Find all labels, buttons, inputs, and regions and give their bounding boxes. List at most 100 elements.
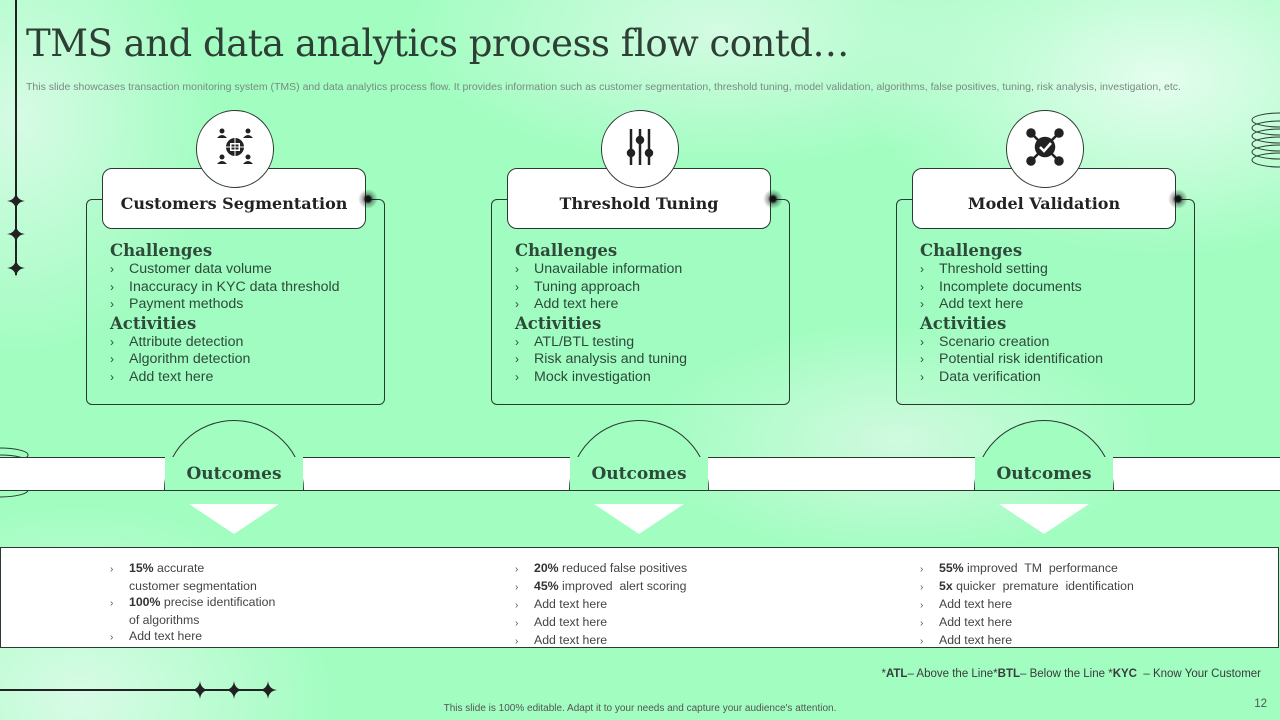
abbreviation: BTL bbox=[997, 668, 1020, 680]
chevron-right-icon: › bbox=[110, 297, 114, 311]
list-item: › Add text here bbox=[110, 369, 340, 387]
list-item-text: Add text here bbox=[534, 296, 619, 312]
outcome-item: › 55% improved TM performance bbox=[920, 560, 1134, 578]
abbreviation-text: – Know Your Customer bbox=[1136, 668, 1261, 680]
coil-decoration-icon bbox=[1251, 112, 1280, 168]
list-item-text: Customer data volume bbox=[129, 261, 272, 277]
sparkle-icon bbox=[7, 259, 25, 277]
outcomes-list: › 55% improved TM performance ›5x quicker … bbox=[920, 560, 1134, 650]
abbreviation: KYC bbox=[1112, 668, 1137, 680]
chevron-right-icon: › bbox=[920, 297, 924, 311]
card-body: Challenges›Customer data volume›Inaccura… bbox=[110, 241, 340, 386]
outcome-text: improved alert scoring bbox=[558, 579, 687, 593]
list-item: › Payment methods bbox=[110, 296, 340, 314]
outcome-item: ›Add text here bbox=[920, 596, 1134, 614]
chevron-right-icon: › bbox=[110, 369, 114, 384]
chevron-right-icon: › bbox=[110, 334, 114, 349]
list-item-text: Payment methods bbox=[129, 296, 244, 312]
list-item-text: Tuning approach bbox=[534, 278, 640, 295]
section-heading: Challenges bbox=[515, 241, 618, 260]
chevron-right-icon: › bbox=[515, 279, 519, 294]
chevron-right-icon: › bbox=[920, 600, 924, 611]
list-item-text: Threshold setting bbox=[939, 261, 1048, 277]
chevron-right-icon: › bbox=[515, 564, 519, 575]
outcome-text: reduced false positives bbox=[558, 561, 688, 575]
outcome-item: ›45% improved alert scoring bbox=[515, 578, 687, 596]
chevron-right-icon: › bbox=[110, 564, 114, 575]
outcome-item: ›Add text here bbox=[920, 632, 1134, 650]
list-item: › Threshold setting bbox=[920, 261, 1103, 279]
list-item: › Incomplete documents bbox=[920, 279, 1103, 297]
section-heading: Activities bbox=[515, 313, 602, 333]
down-arrow-icon bbox=[999, 504, 1089, 534]
footer-note: This slide is 100% editable. Adapt it to… bbox=[443, 703, 837, 714]
process-card bbox=[896, 199, 1195, 405]
section-heading: Challenges bbox=[110, 241, 213, 260]
outcome-item: ›5x quicker premature identification bbox=[920, 578, 1134, 596]
outcome-item: › Add text here bbox=[110, 628, 275, 646]
chevron-right-icon: › bbox=[110, 262, 114, 276]
list-item: ›Inaccuracy in KYC data threshold bbox=[110, 279, 340, 297]
chevron-right-icon: › bbox=[515, 600, 519, 611]
dome-fill bbox=[165, 457, 303, 491]
outcome-text: quicker premature identification bbox=[952, 579, 1134, 593]
list-item-text: Incomplete documents bbox=[939, 278, 1082, 295]
list-item: ›Data verification bbox=[920, 369, 1103, 387]
outcome-metric: 55% bbox=[939, 561, 964, 575]
list-item-text: Add text here bbox=[129, 368, 214, 385]
outcome-text: accurate bbox=[153, 561, 205, 575]
dome-fill bbox=[570, 457, 708, 491]
outcomes-label: Outcomes bbox=[186, 464, 282, 484]
list-item-text: Unavailable information bbox=[534, 261, 683, 277]
chevron-right-icon: › bbox=[515, 352, 519, 366]
chevron-right-icon: › bbox=[515, 369, 519, 384]
list-item: › Attribute detection bbox=[110, 334, 340, 352]
list-item: ›Mock investigation bbox=[515, 369, 687, 387]
network-check-icon bbox=[1023, 125, 1067, 174]
list-item-text: ATL/BTL testing bbox=[534, 333, 635, 350]
chevron-right-icon: › bbox=[515, 618, 519, 629]
glow-dot bbox=[763, 189, 783, 209]
abbreviations-footnote: *ATL– Above the Line*BTL– Below the Line… bbox=[881, 668, 1261, 680]
chevron-right-icon: › bbox=[110, 632, 114, 643]
list-item: ›ATL/BTL testing bbox=[515, 334, 687, 352]
outcome-item: ›20% reduced false positives bbox=[515, 560, 687, 578]
chevron-right-icon: › bbox=[920, 262, 924, 276]
outcome-text: Add text here bbox=[129, 629, 203, 643]
chevron-right-icon: › bbox=[920, 582, 924, 593]
sparkle-icon bbox=[7, 225, 25, 243]
outcome-text: Add text here bbox=[534, 615, 608, 629]
outcome-text: improved TM performance bbox=[963, 561, 1118, 575]
chevron-right-icon: › bbox=[920, 369, 924, 384]
outcomes-label: Outcomes bbox=[996, 464, 1092, 484]
chevron-right-icon: › bbox=[920, 618, 924, 629]
outcomes-list: ›20% reduced false positives›45% improve… bbox=[515, 560, 687, 650]
outcomes-label: Outcomes bbox=[591, 464, 687, 484]
chevron-right-icon: › bbox=[920, 564, 924, 575]
customer-network-icon bbox=[213, 125, 257, 174]
process-card bbox=[491, 199, 790, 405]
list-item-text: Risk analysis and tuning bbox=[534, 351, 687, 367]
icon-badge bbox=[601, 110, 679, 188]
chevron-right-icon: › bbox=[920, 334, 924, 349]
page-subtitle: This slide showcases transaction monitor… bbox=[26, 81, 1181, 93]
chevron-right-icon: › bbox=[920, 636, 924, 647]
list-item-text: Inaccuracy in KYC data threshold bbox=[129, 278, 340, 295]
decor-horizontal-line bbox=[0, 689, 268, 691]
icon-badge bbox=[196, 110, 274, 188]
down-arrow-icon bbox=[594, 504, 684, 534]
list-item: › Risk analysis and tuning bbox=[515, 351, 687, 369]
abbreviation-text: * bbox=[881, 668, 886, 680]
card-body: Challenges › Unavailable information › Tunin… bbox=[515, 241, 687, 386]
glow-dot bbox=[358, 189, 378, 209]
chevron-right-icon: › bbox=[920, 279, 924, 294]
sparkle-icon bbox=[259, 681, 277, 699]
abbreviation-text: – Above the Line* bbox=[907, 668, 998, 680]
list-item: › Tuning approach bbox=[515, 279, 687, 297]
list-item-text: Attribute detection bbox=[129, 333, 244, 350]
section-heading: Activities bbox=[920, 313, 1007, 333]
outcome-text: Add text here bbox=[939, 615, 1013, 629]
sparkle-icon bbox=[225, 681, 243, 699]
